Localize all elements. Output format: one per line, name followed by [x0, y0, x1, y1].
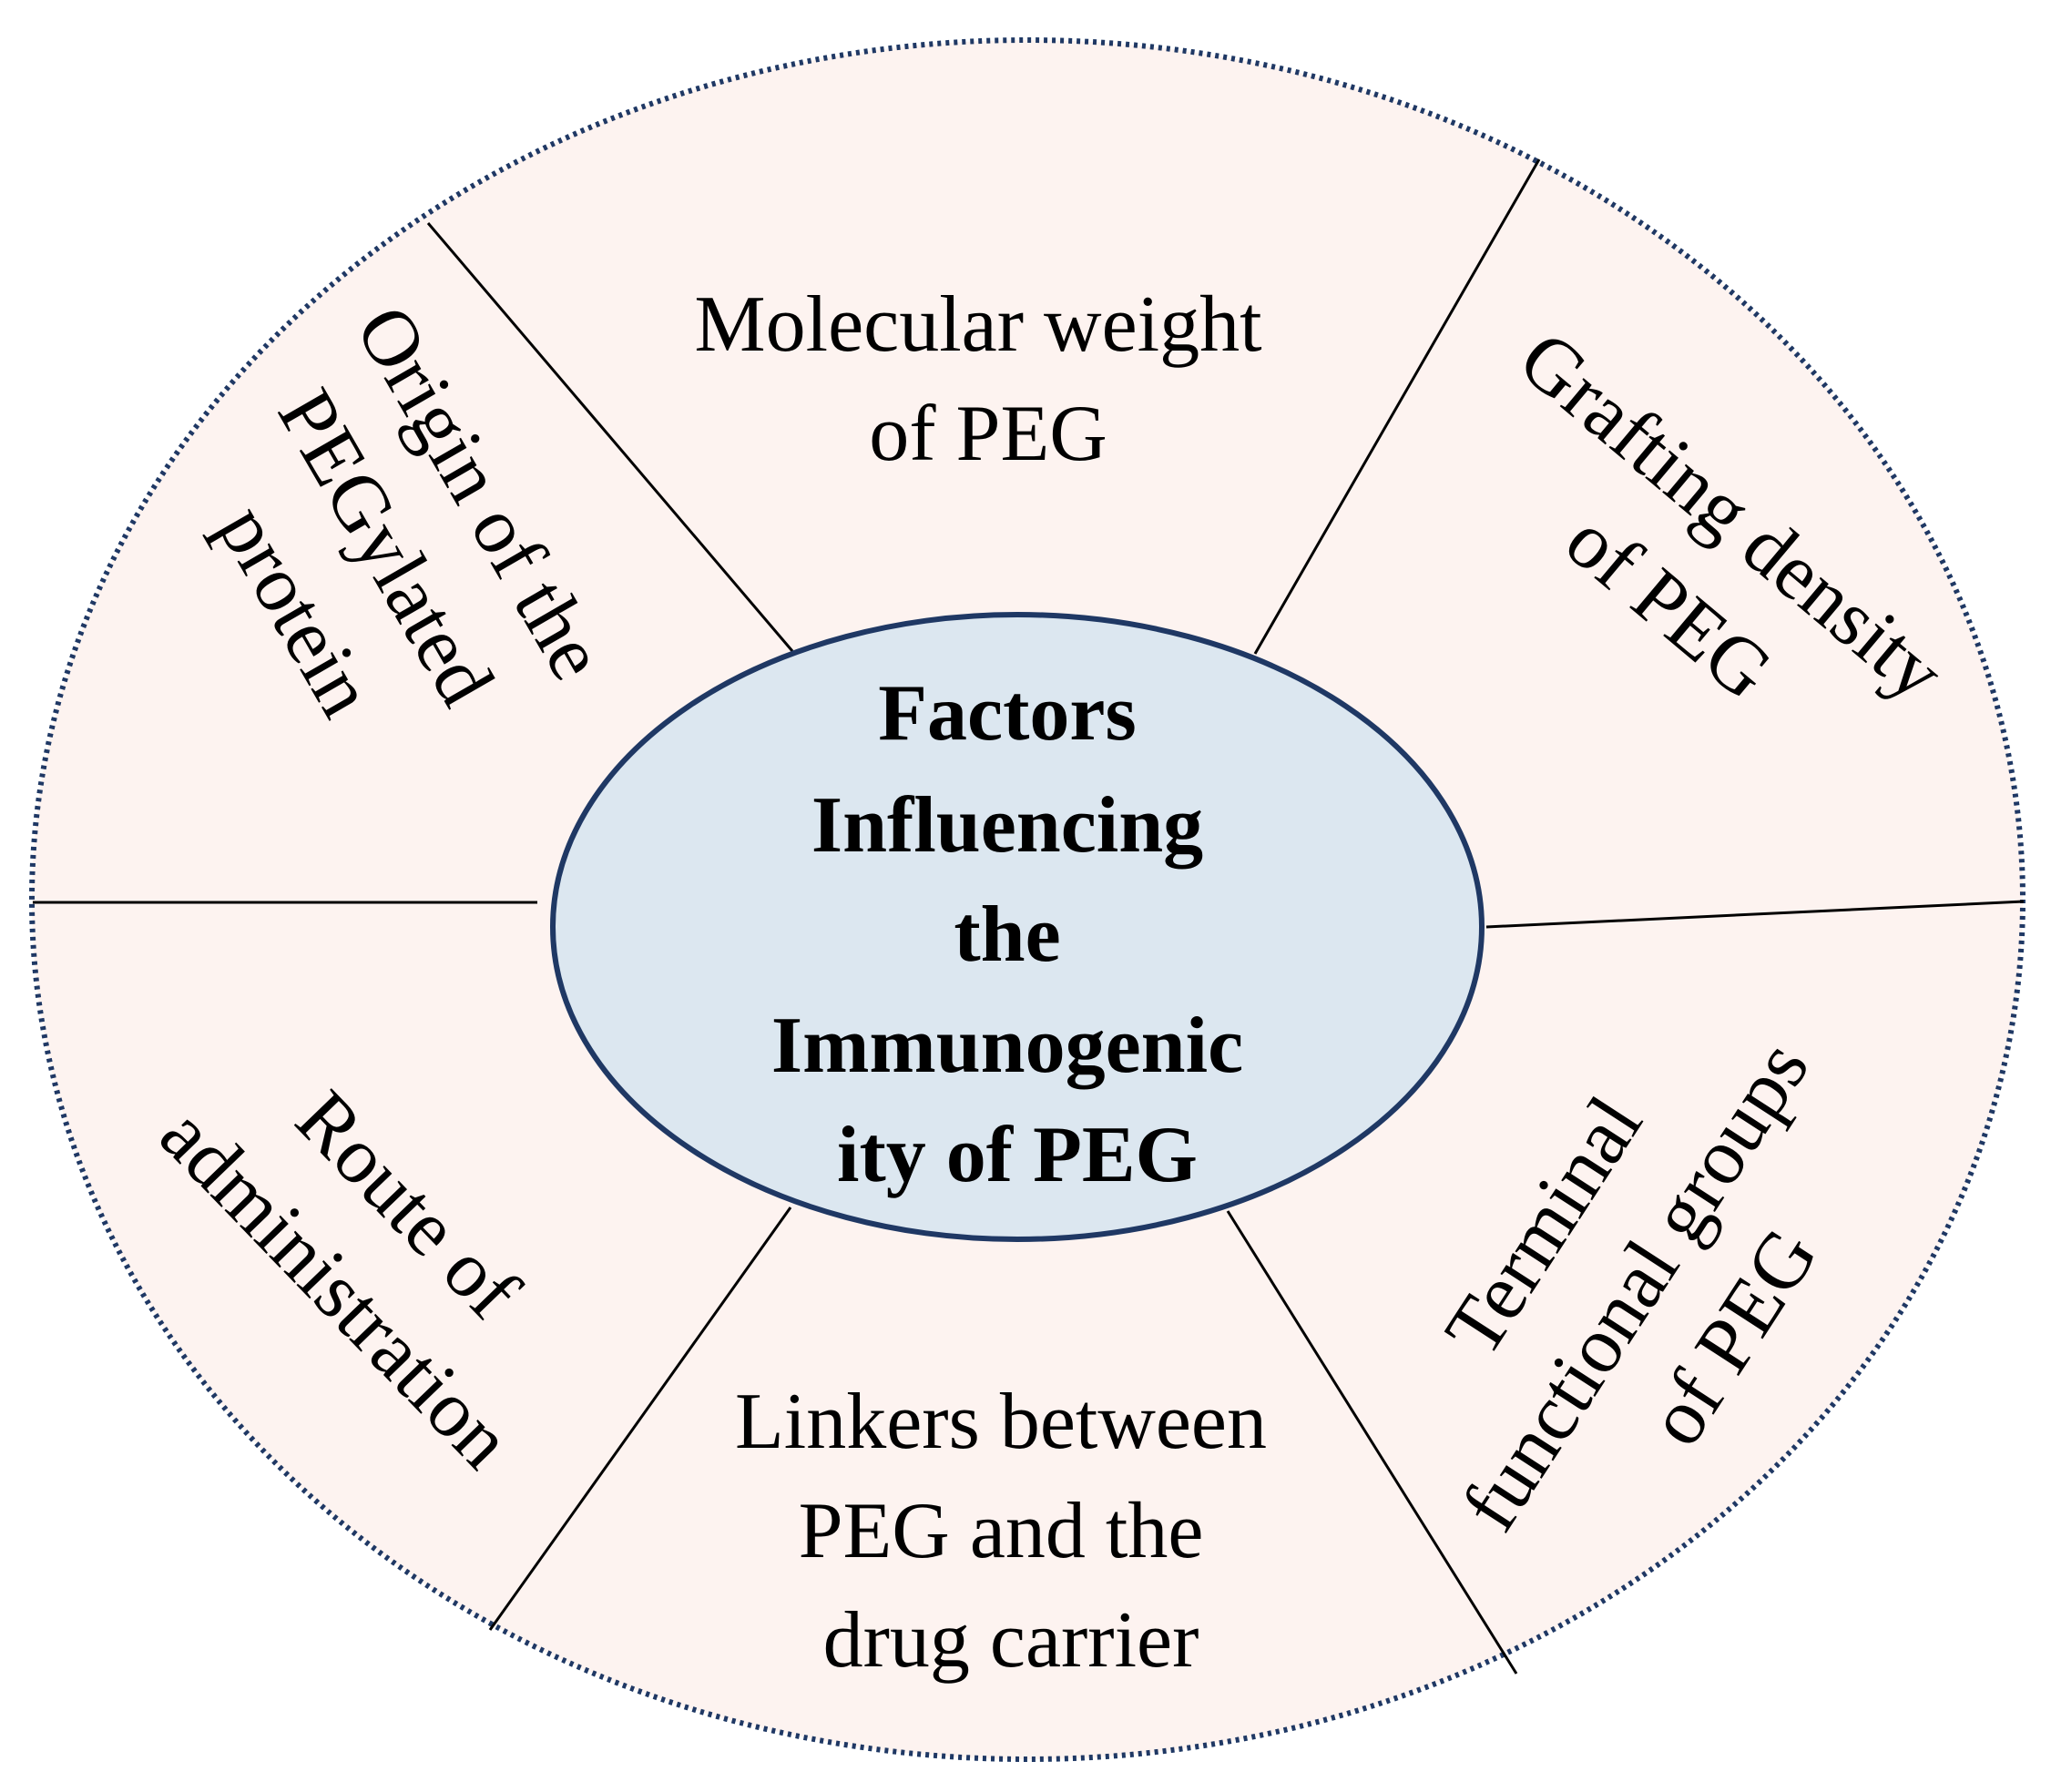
segment-line: Molecular weight — [694, 280, 1261, 369]
segment-line: PEG and the — [799, 1487, 1204, 1575]
center-title: Factors Influencing the Immunogenic ity … — [771, 669, 1263, 1199]
center-ellipse — [550, 612, 1485, 1242]
divider-molecular-grafting — [1253, 158, 1541, 655]
center-title-line: ity of PEG — [837, 1111, 1198, 1199]
segment-line: Linkers between — [735, 1378, 1267, 1466]
segment-line: of PEG — [869, 390, 1107, 478]
center-title-line: Influencing — [811, 781, 1203, 870]
divider-origin-molecular — [426, 222, 794, 652]
divider-linkers-route — [488, 1207, 792, 1631]
segment-linkers: Linkers between PEG and the drug carrier — [735, 1378, 1287, 1685]
divider-terminal-linkers — [1226, 1210, 1518, 1675]
divider-lines — [33, 158, 2025, 1675]
divider-grafting-terminal — [1485, 900, 2025, 929]
segment-molecular-weight: Molecular weight of PEG — [694, 280, 1281, 478]
segment-line: drug carrier — [823, 1596, 1199, 1685]
center-title-line: Immunogenic — [771, 1002, 1243, 1090]
center-title-line: Factors — [878, 669, 1136, 758]
center-title-line: the — [954, 891, 1060, 979]
